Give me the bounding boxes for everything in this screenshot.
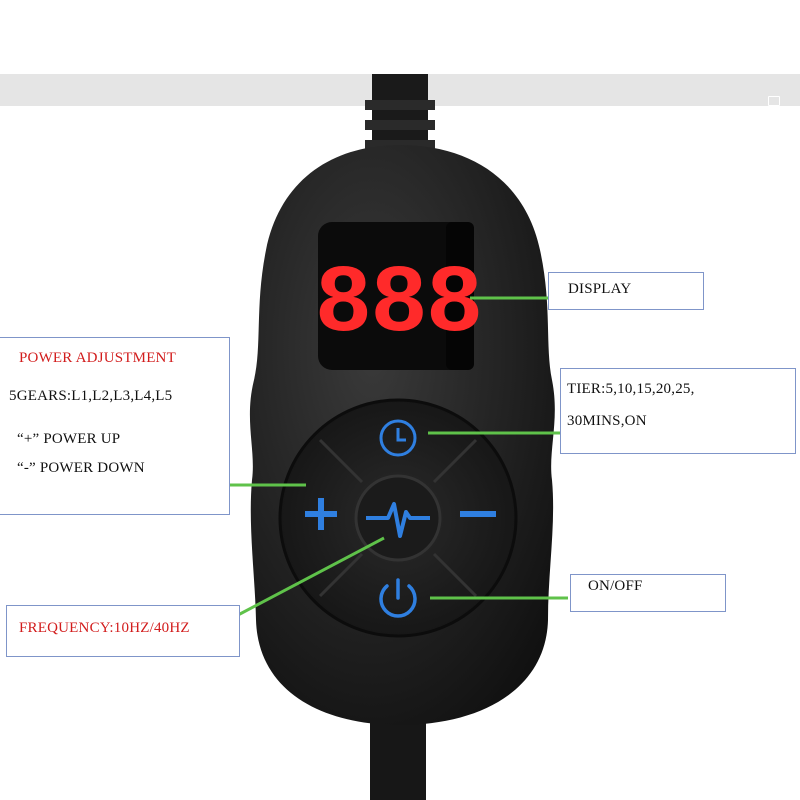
timer-line2: 30MINS,ON (567, 413, 647, 429)
power-up-text: “+” POWER UP (17, 431, 121, 447)
display-label: DISPLAY (568, 281, 632, 297)
window-corner-icon (768, 96, 780, 106)
power-icon[interactable] (379, 578, 417, 618)
power-gears: 5GEARS:L1,L2,L3,L4,L5 (9, 388, 173, 404)
power-title: POWER ADJUSTMENT (19, 350, 176, 366)
power-down-text: “-” POWER DOWN (17, 460, 145, 476)
screen-edge (446, 222, 474, 370)
minus-icon[interactable] (460, 511, 496, 517)
display-screen (318, 222, 474, 370)
timer-line1: TIER:5,10,15,20,25, (567, 381, 695, 397)
onoff-label: ON/OFF (588, 578, 643, 594)
power-adjustment-callout: POWER ADJUSTMENT 5GEARS:L1,L2,L3,L4,L5 “… (0, 337, 230, 515)
plus-icon[interactable] (305, 498, 337, 530)
frequency-label: FREQUENCY:10HZ/40HZ (19, 620, 190, 636)
display-digits: 888 (315, 250, 482, 359)
frequency-callout: FREQUENCY:10HZ/40HZ (6, 605, 240, 657)
timer-callout: TIER:5,10,15,20,25, 30MINS,ON (560, 368, 796, 454)
pulse-wave-icon[interactable] (366, 502, 430, 538)
leader-lines (230, 296, 568, 617)
onoff-callout: ON/OFF (570, 574, 726, 612)
display-callout: DISPLAY (548, 272, 704, 310)
clock-icon[interactable] (379, 419, 417, 457)
